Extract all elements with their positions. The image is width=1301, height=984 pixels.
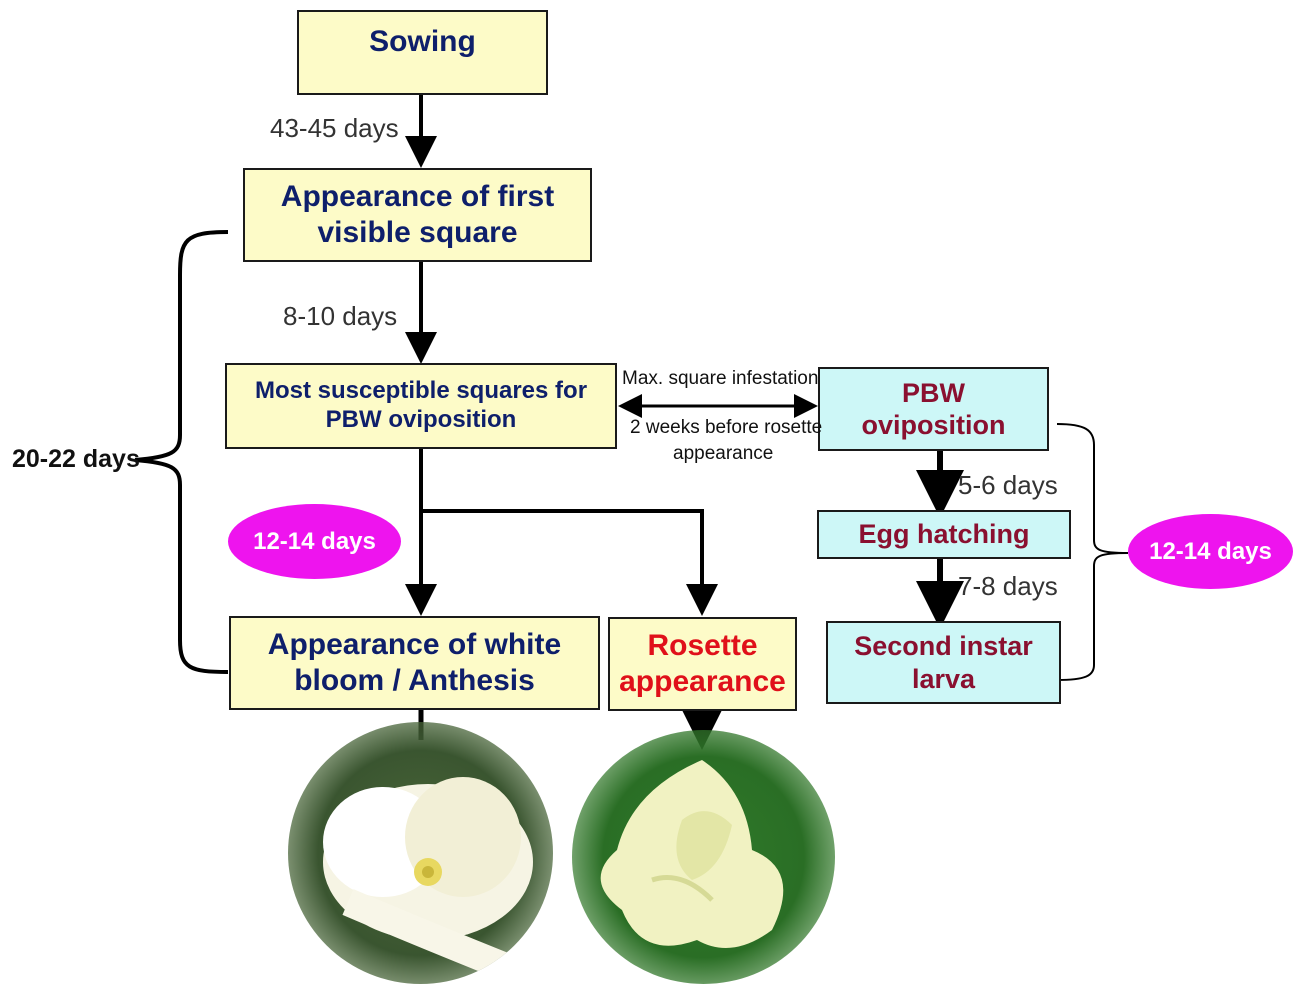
rosette-flower-icon	[572, 730, 835, 984]
sowing-box: Sowing	[297, 10, 548, 95]
first-square-line1: Appearance of first	[281, 179, 554, 215]
white-bloom-box: Appearance of white bloom / Anthesis	[229, 616, 600, 710]
pbw-line2: oviposition	[862, 409, 1006, 441]
rosette-line1: Rosette	[647, 628, 757, 664]
rosette-box: Rosette appearance	[608, 617, 797, 711]
susceptible-line1: Most susceptible squares for	[255, 377, 587, 406]
white-flower-photo	[288, 722, 553, 984]
susceptible-line2: PBW oviposition	[326, 406, 517, 435]
white-bloom-line1: Appearance of white	[268, 627, 561, 663]
first-square-line2: visible square	[317, 215, 517, 251]
label-two-weeks-line2: appearance	[673, 443, 773, 465]
second-instar-box: Second instar larva	[826, 621, 1061, 704]
oval-12-14-days-left: 12-14 days	[228, 504, 401, 579]
white-flower-icon	[288, 722, 553, 984]
second-instar-line2: larva	[912, 663, 975, 695]
first-square-box: Appearance of first visible square	[243, 168, 592, 262]
white-bloom-line2: bloom / Anthesis	[294, 663, 535, 699]
label-43-45-days: 43-45 days	[270, 113, 399, 144]
pbw-oviposition-box: PBW oviposition	[818, 367, 1049, 451]
egg-hatching-box: Egg hatching	[817, 510, 1071, 559]
label-8-10-days: 8-10 days	[283, 301, 397, 332]
arrow-branch-to-rosette	[421, 511, 702, 608]
oval-left-label: 12-14 days	[253, 528, 376, 556]
rosette-line2: appearance	[619, 664, 786, 700]
pbw-line1: PBW	[902, 377, 965, 409]
label-max-infestation: Max. square infestation	[622, 368, 818, 390]
rosette-flower-photo	[572, 730, 835, 984]
susceptible-box: Most susceptible squares for PBW oviposi…	[225, 363, 617, 449]
oval-right-label: 12-14 days	[1149, 538, 1272, 566]
oval-12-14-days-right: 12-14 days	[1128, 514, 1293, 589]
label-20-22-days: 20-22 days	[12, 445, 140, 474]
label-5-6-days: 5-6 days	[958, 470, 1058, 501]
left-bracket	[135, 232, 228, 672]
sowing-label: Sowing	[369, 24, 476, 60]
label-7-8-days: 7-8 days	[958, 571, 1058, 602]
label-two-weeks-line1: 2 weeks before rosette	[630, 417, 822, 439]
second-instar-line1: Second instar	[854, 630, 1033, 662]
egg-hatching-label: Egg hatching	[859, 518, 1030, 550]
